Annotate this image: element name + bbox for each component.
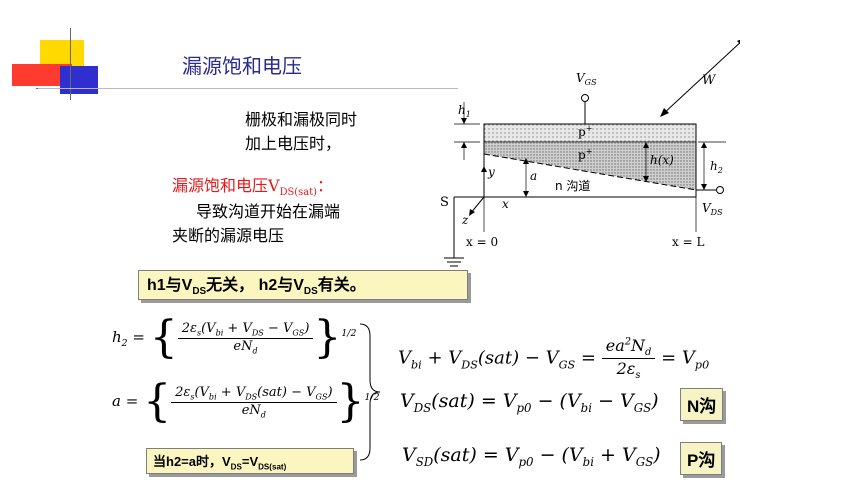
corner-red-block <box>12 64 72 86</box>
definition-label: 漏源饱和电压VDS(sat)： <box>172 174 333 205</box>
vgs-label: VGS <box>576 71 597 87</box>
p-plus-top-label: p+ <box>578 124 592 139</box>
y-axis-label: y <box>487 165 495 179</box>
note-part-2: 无关， h2与V <box>206 277 304 294</box>
channel-diagram: W VGS p+ p+ n 沟道 h1 a h(x) h2 VDS S y <box>440 40 740 267</box>
title-underline <box>38 88 458 89</box>
note-part-1: h1与V <box>147 277 193 294</box>
definition-tail: ： <box>317 176 334 195</box>
note-part-3: 有关。 <box>317 277 366 294</box>
w-arrow-head-bottom <box>660 108 669 117</box>
device-outline <box>483 123 697 198</box>
n-channel-tag: N沟 <box>680 388 724 421</box>
p-channel-vsdsat-equation: VSD(sat) = Vp0 − (Vbi + VGS) <box>402 444 661 469</box>
drain-terminal <box>716 186 724 194</box>
h2-equation: h2 = {2εs(Vbi + VDS − VGS)eNd}1/2 <box>112 312 357 363</box>
intro-line-1: 栅极和漏极同时 <box>245 110 358 129</box>
a-equation: a = {2εs(Vbi + VDS(sat) − VGS)eNd}1/2 <box>112 376 380 427</box>
source-label: S <box>440 195 449 210</box>
a-label: a <box>530 169 537 183</box>
w-arrow <box>661 41 740 116</box>
xl-label: x = L <box>672 235 704 249</box>
n-channel <box>484 154 696 197</box>
cond-sub-1: DS <box>230 462 242 472</box>
definition-lead: 漏源饱和电压V <box>172 176 280 195</box>
x0-label: x = 0 <box>466 235 498 249</box>
n-channel-label: n 沟道 <box>555 179 590 193</box>
corner-blue-block <box>60 66 98 94</box>
definition-desc-1: 导致沟道开始在漏端 <box>196 202 341 221</box>
condition-note: 当h2=a时，VDS=VDS(sat) <box>146 448 354 474</box>
cond-part-2: =V <box>241 454 259 469</box>
n-channel-vdssat-equation: VDS(sat) = Vp0 − (Vbi − VGS) <box>400 390 659 415</box>
h1-h2-note: h1与VDS无关， h2与VDS有关。 <box>138 270 468 300</box>
grouping-brace <box>359 323 381 461</box>
vds-label: VDS <box>702 201 723 217</box>
w-label: W <box>702 73 717 88</box>
p-channel-tag: P沟 <box>680 442 723 475</box>
page-title: 漏源饱和电压 <box>182 54 302 78</box>
h1-label: h1 <box>458 103 471 119</box>
h2-label: h2 <box>710 159 723 175</box>
z-axis-label: z <box>461 213 469 227</box>
gate-terminal <box>581 94 589 102</box>
hx-label: h(x) <box>650 153 674 167</box>
p-plus-mid-label: p+ <box>578 147 592 162</box>
x-axis-label: x <box>502 197 509 211</box>
note-sub-2: DS <box>303 286 318 298</box>
definition-sub: DS(sat) <box>279 187 317 199</box>
cond-part-1: 当h2=a时，V <box>153 454 231 469</box>
w-arrow-head-top <box>737 40 740 44</box>
corner-vline <box>70 28 71 100</box>
depletion-region <box>484 142 696 190</box>
cond-sub-2: DS(sat) <box>258 462 287 472</box>
intro-line-2: 加上电压时， <box>245 134 342 153</box>
definition-desc-2: 夹断的漏源电压 <box>172 226 285 245</box>
note-sub-1: DS <box>192 286 207 298</box>
